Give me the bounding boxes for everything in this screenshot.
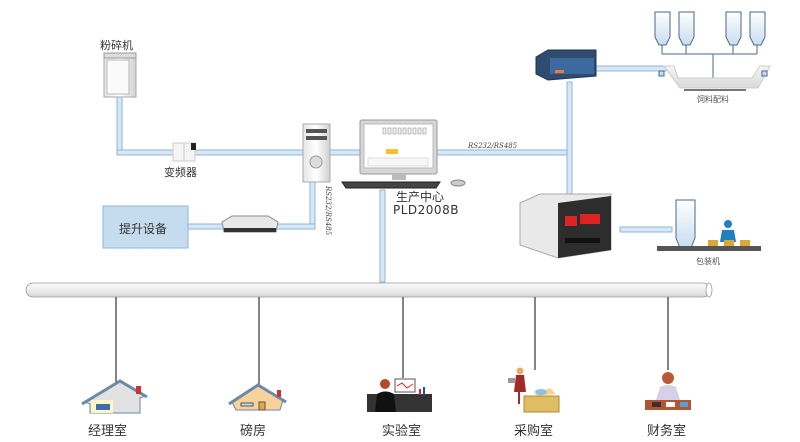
inverter-icon — [172, 142, 196, 162]
link-server-modem — [309, 181, 316, 228]
modem-icon — [221, 215, 279, 233]
laboratory-icon — [367, 378, 432, 412]
inverter-label: 变频器 — [164, 166, 197, 179]
silo-pipes — [661, 45, 758, 79]
department-label-purchasing: 采购室 — [514, 424, 554, 439]
manager-office-icon — [81, 379, 148, 414]
link-inverter-server — [116, 149, 308, 156]
packing-machine-label: 包装机 — [696, 257, 720, 266]
department-label-weighbridge: 磅房 — [240, 424, 267, 439]
department-label-laboratory: 实验室 — [382, 424, 422, 439]
server-tower-icon — [302, 123, 331, 183]
finance-office-icon — [645, 372, 691, 410]
production-center-model: PLD2008B — [393, 203, 459, 217]
production-center-title: 生产中心 — [396, 190, 445, 204]
department-label-finance: 财务室 — [647, 424, 687, 439]
department-drops — [115, 297, 669, 390]
link-packing — [619, 226, 673, 233]
feed-silos — [654, 11, 766, 46]
monitor-icon — [341, 119, 466, 189]
protocol-label-side: RS232/RS485 — [324, 186, 332, 236]
crusher-label: 粉碎机 — [100, 39, 133, 52]
hoist-box — [102, 205, 189, 249]
purchasing-office-icon — [508, 367, 560, 413]
hoist-label: 提升设备 — [119, 222, 168, 236]
feed-batching-label: 饲料配料 — [697, 95, 729, 104]
protocol-label-top: RS232/RS485 — [468, 142, 518, 150]
link-crusher — [116, 96, 123, 153]
batching-controller-icon — [535, 49, 597, 81]
department-label-manager: 经理室 — [88, 424, 128, 439]
crusher-icon — [103, 52, 137, 98]
link-controller-vertical — [566, 81, 573, 198]
network-bus — [25, 282, 713, 298]
link-pc-bus — [379, 189, 386, 283]
link-pc-controllers — [436, 149, 571, 156]
mixing-trough-icon — [658, 65, 771, 91]
weighbridge-office-icon — [228, 383, 287, 411]
packing-controller-icon — [519, 193, 612, 259]
packing-line-icon — [657, 199, 761, 251]
link-feed-batching — [595, 65, 667, 72]
